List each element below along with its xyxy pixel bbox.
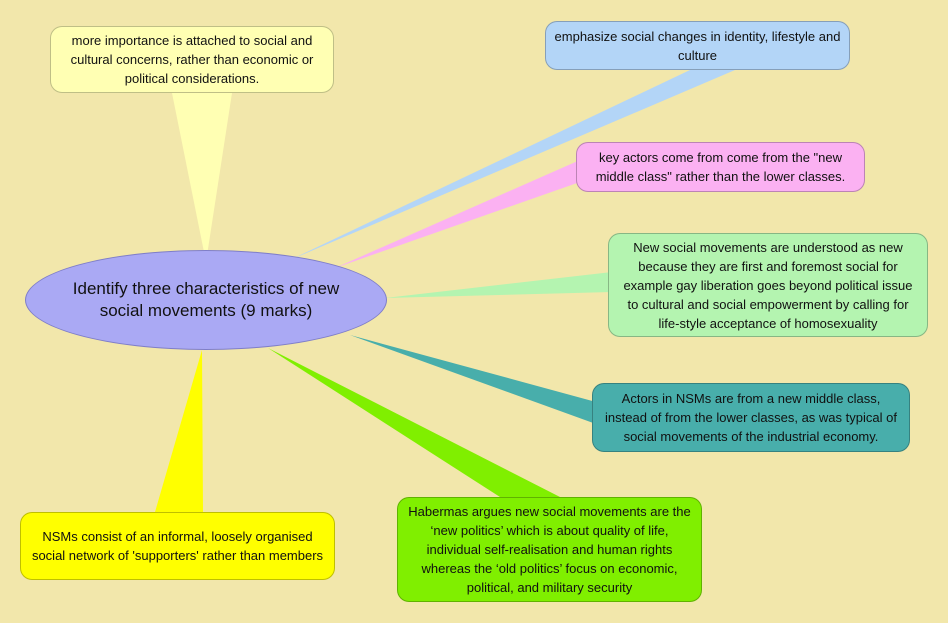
branch-informal-network bbox=[155, 350, 203, 512]
node-first-social[interactable]: New social movements are understood as n… bbox=[608, 233, 928, 337]
node-habermas[interactable]: Habermas argues new social movements are… bbox=[397, 497, 702, 602]
branch-identity-lifestyle bbox=[290, 70, 735, 260]
central-topic[interactable]: Identify three characteristics of new so… bbox=[25, 250, 387, 350]
node-new-middle-class[interactable]: key actors come from come from the "new … bbox=[576, 142, 865, 192]
node-label: key actors come from come from the "new … bbox=[595, 150, 846, 184]
central-topic-label: Identify three characteristics of new so… bbox=[72, 279, 340, 320]
node-label: Habermas argues new social movements are… bbox=[408, 504, 691, 595]
node-cultural-concerns[interactable]: more importance is attached to social an… bbox=[50, 26, 334, 93]
node-label: NSMs consist of an informal, loosely org… bbox=[31, 529, 324, 563]
node-identity-lifestyle[interactable]: emphasize social changes in identity, li… bbox=[545, 21, 850, 70]
branch-first-social bbox=[385, 272, 612, 298]
branch-new-middle-class bbox=[335, 160, 580, 268]
branch-actors-nsm bbox=[350, 335, 596, 424]
branch-cultural-concerns bbox=[172, 93, 232, 262]
node-label: emphasize social changes in identity, li… bbox=[554, 28, 841, 63]
branch-habermas bbox=[268, 348, 560, 497]
node-label: Actors in NSMs are from a new middle cla… bbox=[605, 391, 897, 444]
node-label: more importance is attached to social an… bbox=[70, 33, 314, 86]
node-label: New social movements are understood as n… bbox=[623, 239, 913, 331]
node-actors-nsm[interactable]: Actors in NSMs are from a new middle cla… bbox=[592, 383, 910, 452]
node-informal-network[interactable]: NSMs consist of an informal, loosely org… bbox=[20, 512, 335, 580]
